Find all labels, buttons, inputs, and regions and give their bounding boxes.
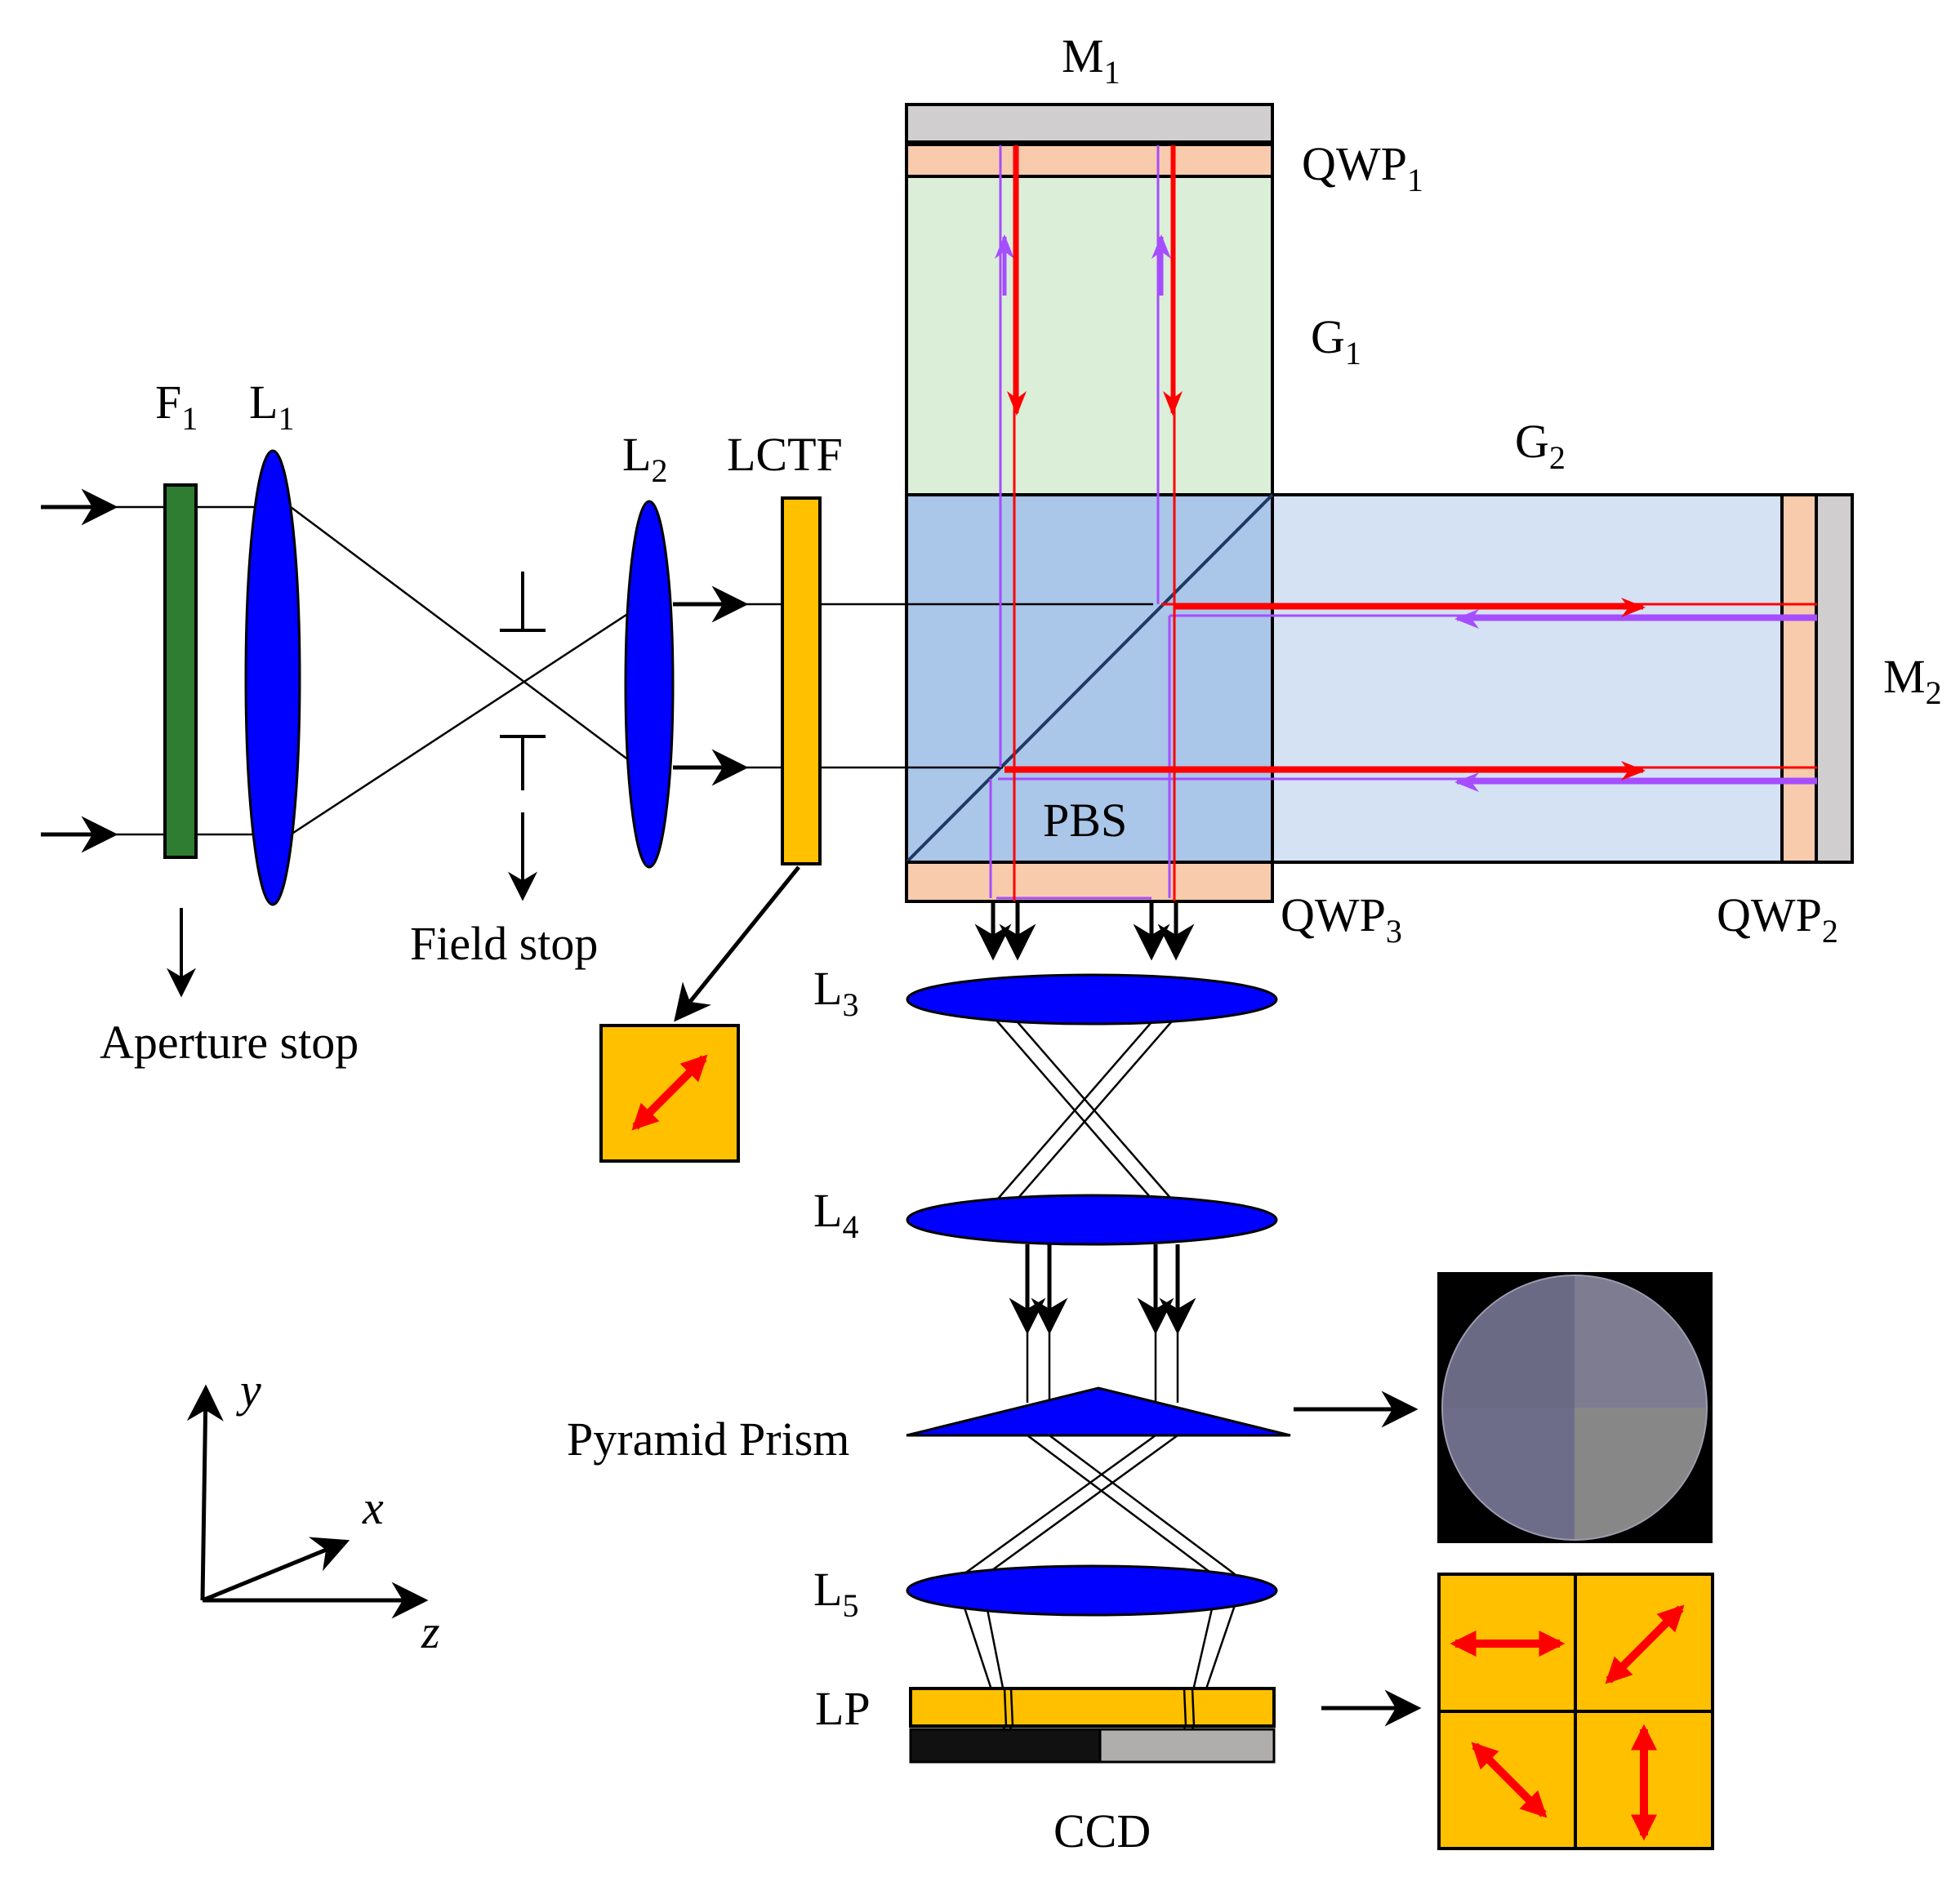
lens-l5 xyxy=(906,1564,1278,1617)
rays-l3-l4 xyxy=(992,1016,1177,1205)
label-l3-sub: 3 xyxy=(842,986,858,1023)
label-lp: LP xyxy=(815,1682,871,1735)
label-qwp1-sub: 1 xyxy=(1407,162,1423,198)
label-g2-sub: 2 xyxy=(1549,439,1566,476)
label-qwp3: QWP xyxy=(1281,888,1386,941)
ccd-sensor-dark xyxy=(909,1728,1102,1764)
lctf-polarization-arrow xyxy=(631,1054,708,1131)
svg-text:G1: G1 xyxy=(1311,310,1361,372)
svg-text:F1: F1 xyxy=(155,376,198,437)
mirror-m2 xyxy=(1815,493,1854,864)
label-qwp2: QWP xyxy=(1717,888,1822,941)
svg-text:L2: L2 xyxy=(622,428,667,489)
label-f1: F xyxy=(155,376,181,429)
label-axis-y: y xyxy=(236,1364,261,1417)
label-l2: L xyxy=(622,428,651,481)
label-qwp3-sub: 3 xyxy=(1386,913,1402,950)
ccd-sensor-light xyxy=(1098,1728,1276,1764)
svg-text:G2: G2 xyxy=(1515,415,1566,476)
label-pyramid-prism: Pyramid Prism xyxy=(567,1413,849,1466)
label-l4: L xyxy=(813,1184,842,1237)
label-l4-sub: 4 xyxy=(842,1208,858,1245)
rays-lp-ccd xyxy=(1003,1688,1196,1727)
g2-glass-block xyxy=(1271,493,1784,864)
label-l1: L xyxy=(249,376,278,429)
mirror-m1 xyxy=(905,103,1274,144)
qwp3-plate xyxy=(905,861,1274,903)
qwp1-plate xyxy=(905,143,1274,178)
svg-text:M1: M1 xyxy=(1062,29,1120,91)
label-l3: L xyxy=(813,962,842,1015)
ray-cross-1 xyxy=(290,505,630,762)
svg-text:L5: L5 xyxy=(813,1563,858,1624)
label-m1-sub: 1 xyxy=(1104,54,1120,91)
label-l5-sub: 5 xyxy=(842,1587,858,1624)
label-l2-sub: 2 xyxy=(651,452,667,489)
red-beams-bold xyxy=(1004,145,1646,781)
lctf-filter xyxy=(781,496,822,865)
ray-cross-2 xyxy=(290,612,630,836)
output-arrows-l4 xyxy=(1009,1244,1196,1335)
linear-polarizer-lp xyxy=(909,1687,1276,1728)
field-stop-symbol xyxy=(500,572,546,901)
label-ccd: CCD xyxy=(1054,1804,1151,1858)
lctf-pointer-arrow xyxy=(674,865,800,1022)
pyramid-output-image xyxy=(1437,1272,1713,1543)
label-axis-z: z xyxy=(421,1605,440,1658)
svg-text:QWP1: QWP1 xyxy=(1302,137,1423,198)
lp-arrow-135deg xyxy=(1471,1742,1548,1818)
label-m2-sub: 2 xyxy=(1926,674,1942,711)
pbs-diagonal xyxy=(905,493,1274,864)
label-g1-sub: 1 xyxy=(1345,335,1361,372)
filter-f1 xyxy=(163,483,198,859)
svg-text:L4: L4 xyxy=(813,1184,858,1245)
output-arrows-qwp3 xyxy=(974,901,1195,961)
label-pbs: PBS xyxy=(1043,794,1127,847)
lens-l2 xyxy=(624,500,675,869)
pyramid-prism xyxy=(906,1386,1291,1437)
lens-l3 xyxy=(906,973,1278,1026)
label-m2: M xyxy=(1883,650,1926,703)
label-qwp2-sub: 2 xyxy=(1822,913,1838,950)
label-g2: G xyxy=(1515,415,1549,468)
g1-glass-block xyxy=(905,175,1274,496)
svg-text:QWP3: QWP3 xyxy=(1281,888,1402,950)
label-g1: G xyxy=(1311,310,1345,363)
svg-text:L3: L3 xyxy=(813,962,858,1023)
svg-text:M2: M2 xyxy=(1883,650,1942,711)
label-field-stop: Field stop xyxy=(410,917,598,970)
label-lctf: LCTF xyxy=(727,428,843,481)
label-aperture-stop: Aperture stop xyxy=(100,1016,359,1069)
rays-to-prism xyxy=(1026,1327,1179,1403)
coordinate-axes xyxy=(186,1384,429,1619)
lp-arrow-45deg xyxy=(1605,1604,1685,1684)
label-l5: L xyxy=(813,1563,842,1616)
purple-beams-bold xyxy=(995,234,1817,792)
label-l1-sub: 1 xyxy=(278,400,294,437)
svg-text:L1: L1 xyxy=(249,376,294,437)
label-f1-sub: 1 xyxy=(181,400,198,437)
purple-beams xyxy=(989,145,1817,900)
qwp2-plate xyxy=(1780,493,1818,864)
label-axis-x: x xyxy=(362,1481,384,1534)
svg-text:QWP2: QWP2 xyxy=(1717,888,1838,950)
lens-l1 xyxy=(244,449,301,906)
lp-quadrant-polarizer xyxy=(1437,1573,1714,1850)
rays-prism-l5 xyxy=(963,1434,1236,1576)
label-m1: M xyxy=(1062,29,1104,82)
label-qwp1: QWP xyxy=(1302,137,1407,190)
lens-l4 xyxy=(906,1194,1278,1246)
